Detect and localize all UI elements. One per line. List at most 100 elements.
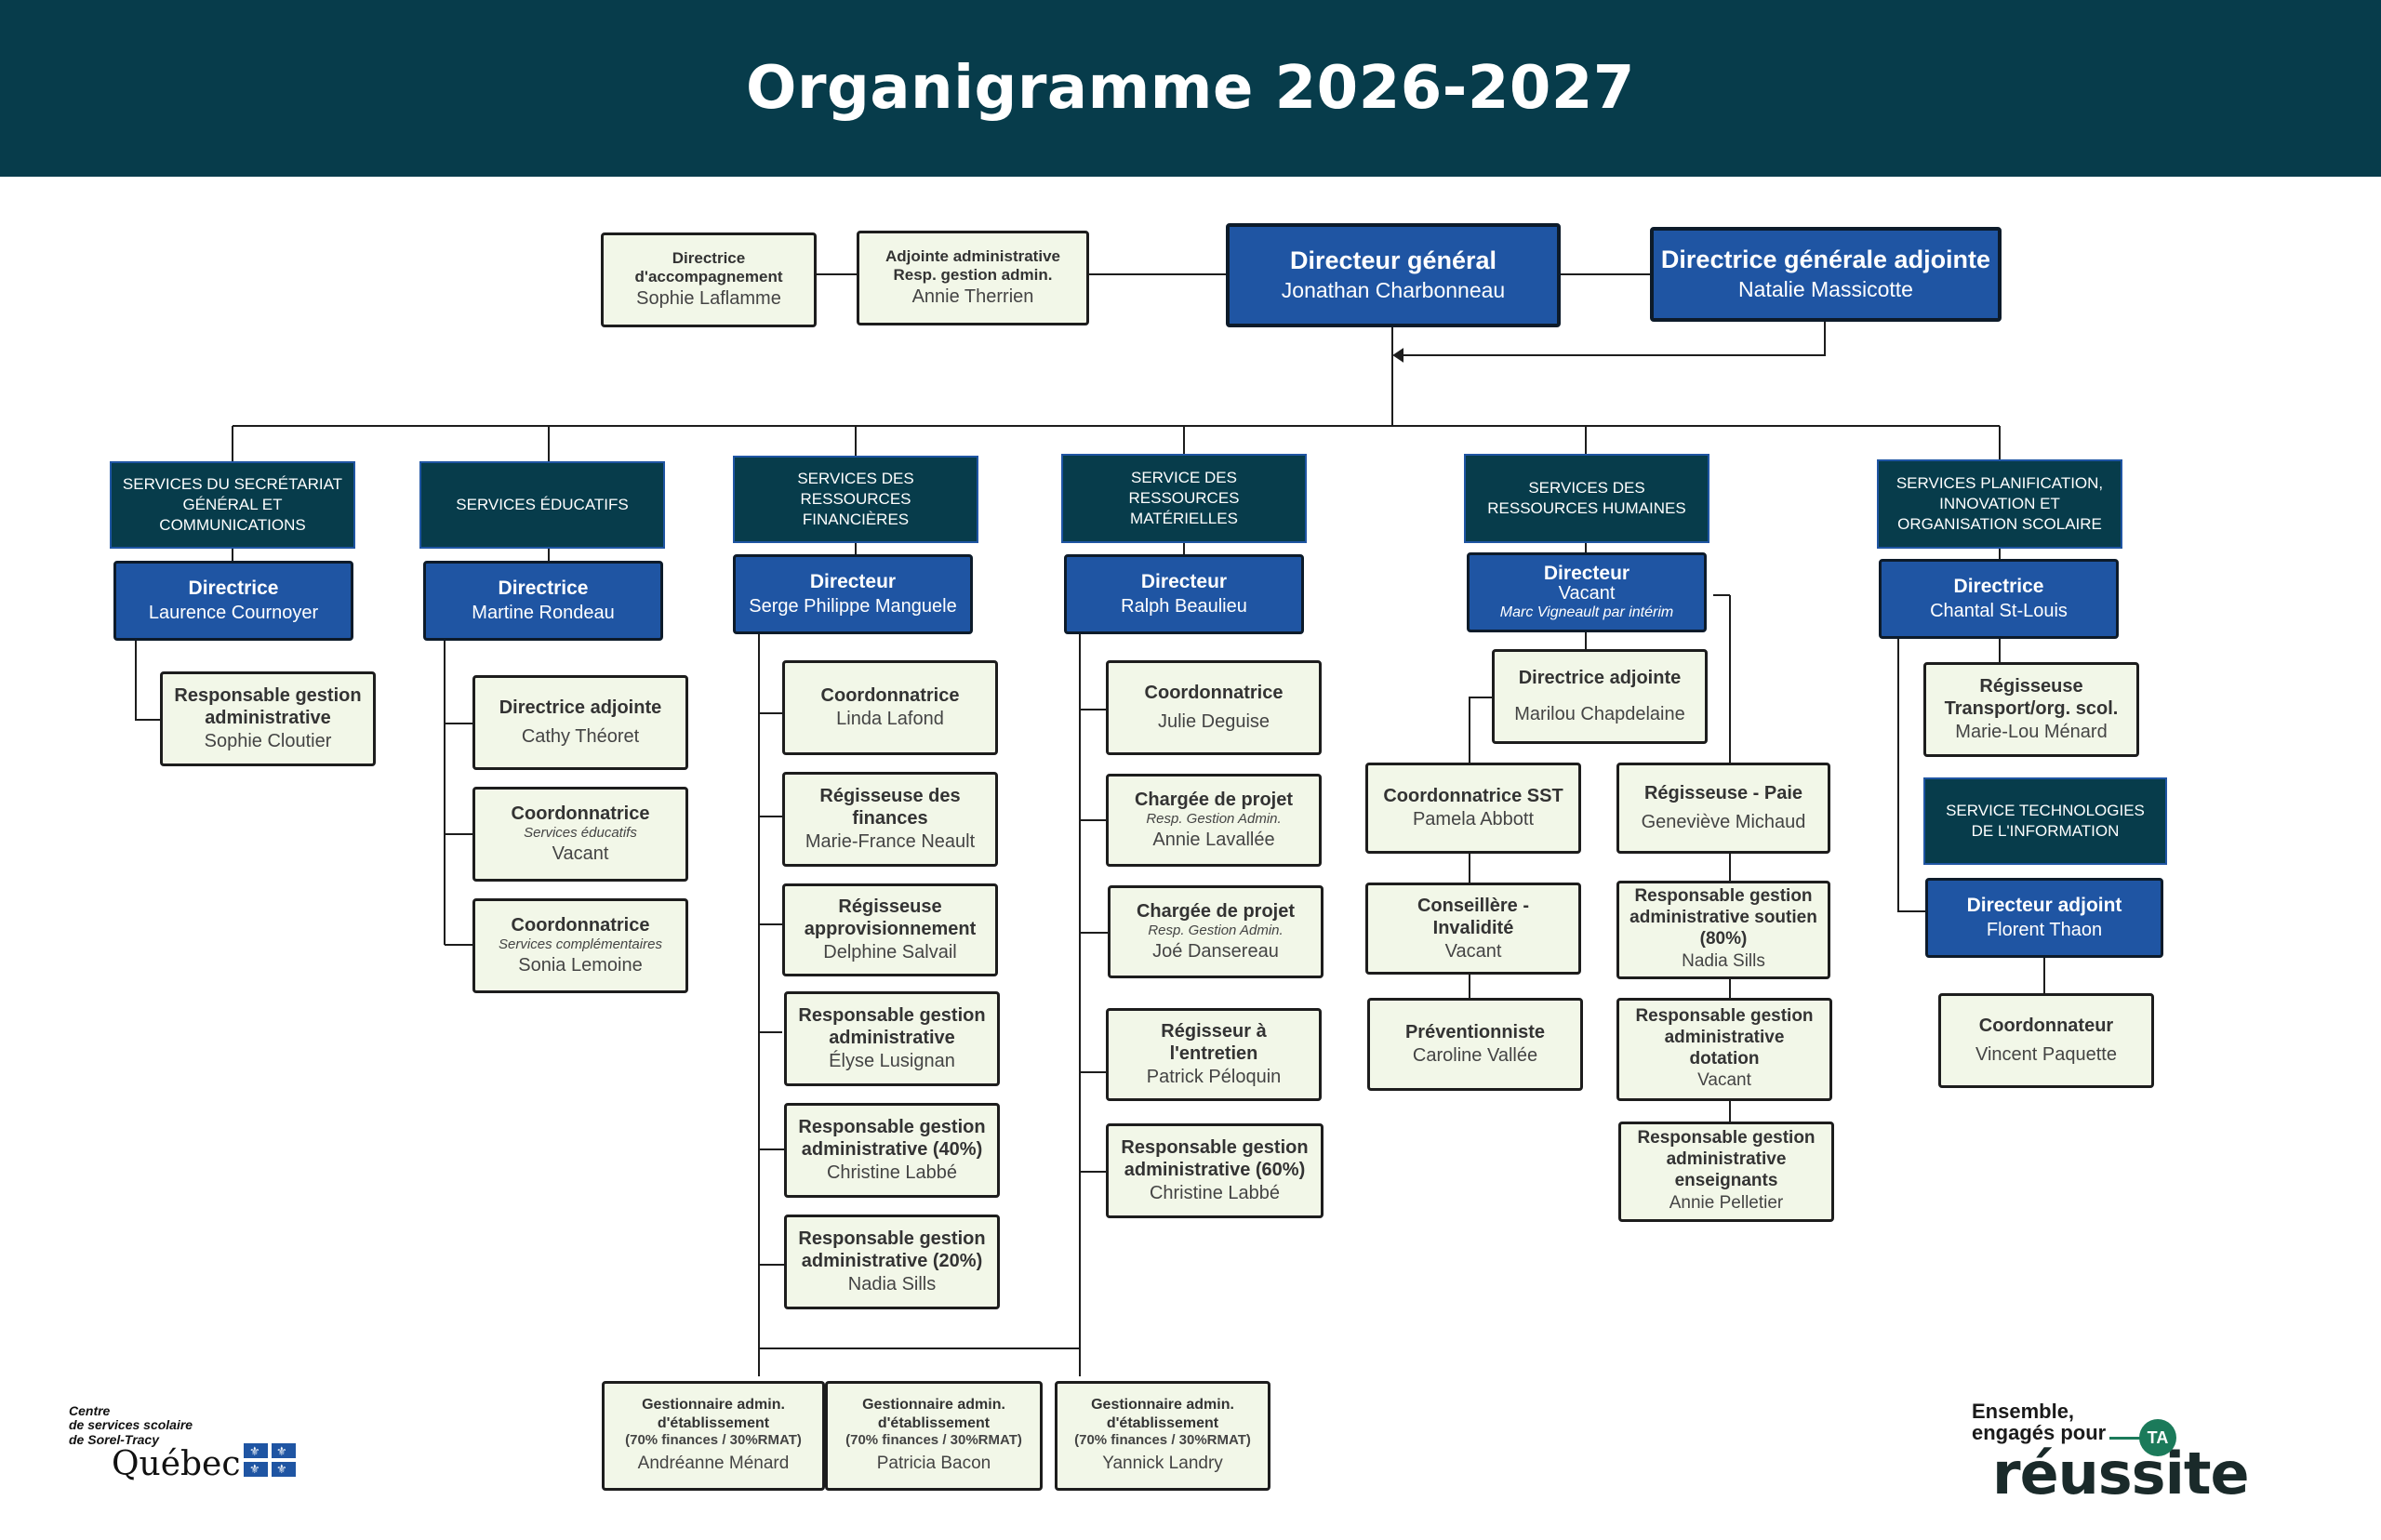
position-name: Sophie Laflamme (636, 288, 781, 310)
position-name: Nadia Sills (847, 1274, 937, 1294)
head-secretariat-general: Directrice Laurence Cournoyer (113, 561, 353, 641)
position-name: Joé Dansereau (1152, 941, 1279, 962)
position-name: Ralph Beaulieu (1121, 596, 1247, 617)
position-name: Christine Labbé (826, 1162, 958, 1183)
position-name: Florent Thaon (1986, 920, 2103, 941)
position-name: Cathy Théoret (521, 726, 640, 747)
position-subtitle: Resp. Gestion Admin. (1148, 923, 1284, 938)
position-title: Responsable gestion administrative (798, 1005, 986, 1048)
position-name: Marilou Chapdelaine (1514, 704, 1685, 724)
position-name: Chantal St-Louis (1930, 601, 2068, 622)
position-note: Marc Vigneault par intérim (1499, 604, 1674, 620)
logo-text-line2: de services scolaire (69, 1417, 193, 1433)
position-name: Vacant (1444, 940, 1502, 962)
head-ressources-financieres: Directeur Serge Philippe Manguele (733, 554, 973, 634)
position-title: Préventionniste (1404, 1022, 1546, 1042)
position-title: Responsable gestion administrative (20%) (798, 1228, 986, 1271)
position-name: Natalie Massicotte (1738, 276, 1913, 301)
position-title: Directeur général (1289, 246, 1497, 275)
position-rf-regisseuse-finances: Régisseuse des finances Marie-France Nea… (782, 772, 998, 867)
position-rh-regisseuse-paie: Régisseuse - Paie Geneviève Michaud (1616, 763, 1830, 854)
position-title: Coordonnatrice (1144, 683, 1284, 703)
position-name: Sophie Cloutier (204, 731, 332, 751)
position-name: Marie-Lou Ménard (1955, 722, 2108, 742)
position-title: Coordonnatrice (820, 685, 960, 706)
position-accompagnement: Directrice d'accompagnement Sophie Lafla… (601, 232, 817, 327)
position-rm-coordonnatrice: Coordonnatrice Julie Deguise (1106, 660, 1322, 755)
page-header: Organigramme 2026-2027 (0, 0, 2381, 177)
head-planification-innovation: Directrice Chantal St-Louis (1879, 559, 2119, 639)
position-gestionnaire-etablissement-2: Gestionnaire admin. d'établissement (70%… (825, 1381, 1043, 1491)
position-name: Annie Lavallée (1152, 830, 1275, 850)
position-title: Responsable gestion administrative ensei… (1637, 1128, 1816, 1191)
position-name: Jonathan Charbonneau (1281, 277, 1506, 302)
service-planification-innovation: SERVICES PLANIFICATION, INNOVATION ET OR… (1877, 459, 2122, 549)
position-se-directrice-adjointe: Directrice adjointe Cathy Théoret (472, 675, 688, 770)
position-title: Directrice (188, 577, 279, 599)
position-title: Gestionnaire admin. d'établissement (642, 1397, 785, 1431)
position-rm-regisseur-entretien: Régisseur à l'entretien Patrick Péloquin (1106, 1008, 1322, 1101)
position-subtitle: Resp. gestion admin. (893, 266, 1053, 284)
position-title: Directrice adjointe (1518, 668, 1682, 688)
position-name: Yannick Landry (1102, 1453, 1223, 1473)
position-rm-chargee-projet-1: Chargée de projet Resp. Gestion Admin. A… (1106, 774, 1322, 867)
position-title: Directeur (809, 570, 897, 592)
position-name: Andréanne Ménard (637, 1453, 790, 1473)
position-title: Directeur adjoint (1966, 894, 2122, 916)
position-rh-conseillere-invalidite: Conseillère - Invalidité Vacant (1365, 883, 1581, 975)
service-label: SERVICES DES RESSOURCES HUMAINES (1487, 478, 1686, 517)
service-educatifs: SERVICES ÉDUCATIFS (419, 461, 665, 549)
position-rf-regisseuse-approvisionnement: Régisseuse approvisionnement Delphine Sa… (782, 883, 998, 976)
page-title: Organigramme 2026-2027 (746, 54, 1635, 123)
position-title: Directrice (498, 577, 589, 599)
position-se-coordonnatrice-complementaires: Coordonnatrice Services complémentaires … (472, 898, 688, 993)
position-rh-responsable-enseignants: Responsable gestion administrative ensei… (1618, 1122, 1834, 1222)
slogan-line1: Ensemble, (1972, 1400, 2075, 1423)
ta-connector (2109, 1437, 2141, 1440)
service-label: SERVICE TECHNOLOGIES DE L'INFORMATION (1946, 801, 2145, 840)
position-title: Régisseuse Transport/org. scol. (1944, 676, 2119, 719)
position-rh-responsable-dotation: Responsable gestion administrative dotat… (1616, 998, 1832, 1101)
position-title: Chargée de projet (1134, 790, 1294, 810)
position-title: Directeur (1543, 562, 1630, 584)
position-name: Christine Labbé (1149, 1183, 1281, 1203)
position-name: Delphine Salvail (823, 942, 957, 962)
logo-text-line3: de Sorel-Tracy (69, 1431, 160, 1447)
quebec-flag-icon: ⚜ ⚜ ⚜ ⚜ (244, 1443, 296, 1477)
position-subtitle: Services éducatifs (524, 825, 637, 841)
position-name: Nadia Sills (1682, 950, 1765, 971)
position-rh-directrice-adjointe: Directrice adjointe Marilou Chapdelaine (1492, 649, 1708, 744)
position-gestionnaire-etablissement-3: Gestionnaire admin. d'établissement (70%… (1055, 1381, 1270, 1491)
head-educatifs: Directrice Martine Rondeau (423, 561, 663, 641)
position-subtitle: Services complémentaires (499, 936, 662, 952)
position-name: Marie-France Neault (805, 831, 976, 852)
ensemble-reussite-logo: Ensemble, engagés pour réussite TA (1972, 1400, 2250, 1507)
position-name: Vacant (552, 843, 609, 864)
position-title: Coordonnatrice (511, 915, 650, 936)
position-name: Vacant (1558, 582, 1616, 604)
position-rf-responsable-gestion-20: Responsable gestion administrative (20%)… (784, 1215, 1000, 1309)
position-title: Coordonnatrice (511, 803, 650, 824)
service-label: SERVICE DES RESSOURCES MATÉRIELLES (1128, 468, 1240, 528)
position-subtitle: (70% finances / 30%RMAT) (1074, 1431, 1251, 1448)
service-ressources-humaines: SERVICES DES RESSOURCES HUMAINES (1464, 454, 1709, 543)
position-name: Patrick Péloquin (1146, 1067, 1282, 1087)
position-name: Élyse Lusignan (829, 1051, 955, 1071)
position-rf-coordonnatrice: Coordonnatrice Linda Lafond (782, 660, 998, 755)
position-name: Sonia Lemoine (518, 955, 643, 976)
css-sorel-tracy-logo: Centre de services scolaire de Sorel-Tra… (69, 1403, 296, 1483)
position-subtitle: (70% finances / 30%RMAT) (625, 1431, 802, 1448)
position-se-coordonnatrice-educatifs: Coordonnatrice Services éducatifs Vacant (472, 787, 688, 882)
position-title: Responsable gestion administrative souti… (1629, 886, 1817, 949)
position-title: Directrice adjointe (499, 697, 662, 718)
position-subtitle: (70% finances / 30%RMAT) (845, 1431, 1022, 1448)
position-name: Julie Deguise (1157, 711, 1270, 732)
position-rm-responsable-gestion-60: Responsable gestion administrative (60%)… (1106, 1123, 1324, 1218)
position-title: Responsable gestion administrative (40%) (798, 1117, 986, 1160)
position-rh-coordonnatrice-sst: Coordonnatrice SST Pamela Abbott (1365, 763, 1581, 854)
position-name: Annie Pelletier (1669, 1192, 1784, 1213)
ta-badge-icon: TA (2139, 1419, 2176, 1456)
service-secretariat-general: SERVICES DU SECRÉTARIAT GÉNÉRAL ET COMMU… (110, 461, 355, 549)
position-title: Chargée de projet (1136, 901, 1296, 922)
position-name: Laurence Cournoyer (148, 603, 319, 624)
